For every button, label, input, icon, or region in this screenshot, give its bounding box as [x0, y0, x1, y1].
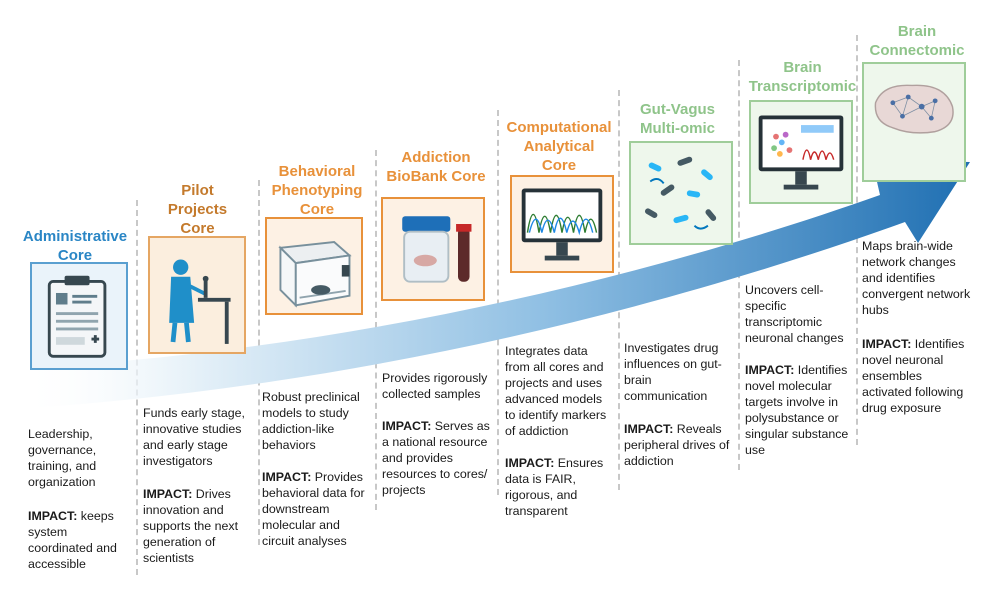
administrative-image-box: [30, 262, 128, 370]
column-title-computational-analytical: Computational Analytical Core: [506, 119, 612, 174]
behavior-chamber-icon: [278, 241, 352, 308]
computational-analytical-impact: IMPACT: Ensures data is FAIR, rigorous, …: [505, 455, 623, 519]
pilot-projects-impact: IMPACT: Drives innovation and supports t…: [143, 486, 261, 566]
behavioral-phenotyping-impact: IMPACT: Provides behavioral data for dow…: [262, 469, 377, 549]
impact-text: Identifies novel neuronal ensembles acti…: [862, 337, 965, 415]
impact-label: IMPACT:: [505, 456, 555, 470]
brain-connectomic-impact: IMPACT: Identifies novel neuronal ensemb…: [862, 336, 980, 416]
sample-jar-icon: [402, 216, 472, 283]
column-title-brain-transcriptomic: Brain Transcriptomic: [748, 59, 857, 95]
column-title-administrative: Administrative Core: [22, 228, 128, 264]
column-title-gut-vagus: Gut-Vagus Multi-omic: [639, 101, 715, 137]
pilot-projects-description: Funds early stage, innovative studies an…: [143, 406, 245, 468]
impact-label: IMPACT:: [262, 470, 312, 484]
column-divider: [497, 110, 499, 495]
brain-transcriptomic-description: Uncovers cell- specific transcriptomic n…: [745, 283, 844, 345]
brain-transcriptomic-image-box: [749, 100, 853, 204]
gut-vagus-image-box: [629, 141, 733, 245]
column-title-addiction-biobank: Addiction BioBank Core: [386, 149, 486, 185]
administrative-impact: IMPACT: keeps system coordinated and acc…: [28, 508, 138, 572]
impact-label: IMPACT:: [862, 337, 912, 351]
column-title-brain-connectomic: Brain Connectomic: [869, 23, 965, 59]
gut-vagus-description: Investigates drug influences on gut- bra…: [624, 341, 722, 403]
impact-text: Reveals peripheral drives of addiction: [624, 422, 730, 468]
gut-vagus-impact: IMPACT: Reveals peripheral drives of add…: [624, 421, 739, 469]
impact-label: IMPACT:: [624, 422, 674, 436]
column-title-pilot-projects: Pilot Projects Core: [167, 182, 228, 237]
computational-analytical-description: Integrates data from all cores and proje…: [505, 344, 607, 438]
brain-network-icon: [874, 84, 954, 134]
monitor-transcriptome-icon: [758, 115, 844, 190]
administrative-description: Leadership, governance, training, and or…: [28, 427, 97, 489]
impact-label: IMPACT:: [143, 487, 193, 501]
column-title-behavioral-phenotyping: Behavioral Phenotyping Core: [271, 163, 363, 218]
brain-connectomic-description: Maps brain-wide network changes and iden…: [862, 239, 971, 317]
impact-label: IMPACT:: [745, 363, 795, 377]
impact-text: Identifies novel molecular targets invol…: [745, 363, 849, 457]
impact-text: keeps system coordinated and accessible: [28, 509, 117, 571]
bacteria-icon: [644, 156, 717, 230]
impact-text: Provides behavioral data for downstream …: [262, 470, 365, 548]
impact-text: Drives innovation and supports the next …: [143, 487, 239, 565]
addiction-biobank-impact: IMPACT: Serves as a national resource an…: [382, 418, 497, 498]
computational-analytical-image-box: [510, 175, 614, 273]
addiction-biobank-description: Provides rigorously collected samples: [382, 371, 488, 401]
brain-connectomic-image-box: [862, 62, 966, 182]
impact-label: IMPACT:: [28, 509, 78, 523]
behavioral-phenotyping-image-box: [265, 217, 363, 315]
addiction-biobank-image-box: [381, 197, 485, 301]
monitor-chromatogram-icon: [521, 188, 603, 261]
column-divider: [856, 35, 858, 445]
brain-transcriptomic-impact: IMPACT: Identifies novel molecular targe…: [745, 362, 863, 458]
scientist-icon: [169, 259, 231, 344]
impact-text: Ensures data is FAIR, rigorous, and tran…: [505, 456, 604, 518]
behavioral-phenotyping-description: Robust preclinical models to study addic…: [262, 390, 360, 452]
impact-label: IMPACT:: [382, 419, 432, 433]
impact-text: Serves as a national resource and provid…: [382, 419, 490, 497]
clipboard-icon: [47, 275, 107, 358]
pilot-projects-image-box: [148, 236, 246, 354]
